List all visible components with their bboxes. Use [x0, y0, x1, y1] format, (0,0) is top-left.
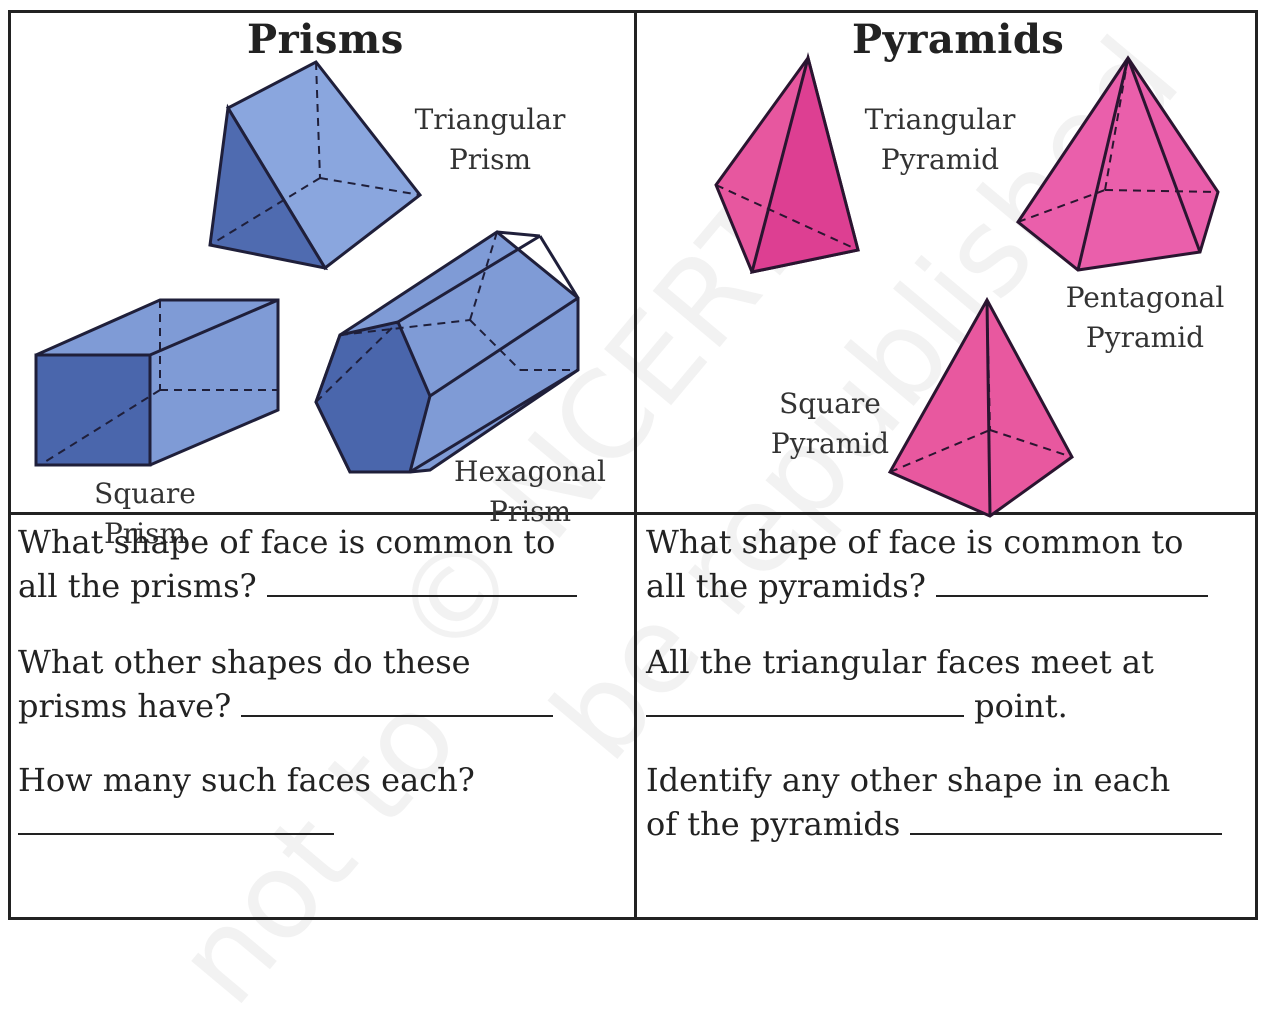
answer-blank[interactable] — [910, 805, 1223, 835]
triangular-pyramid-label: Triangular Pyramid — [864, 103, 1016, 176]
pyramid-question-2: All the triangular faces meet at point. — [646, 643, 1154, 725]
prism-question-3: How many such faces each? — [18, 758, 628, 846]
answer-blank[interactable] — [646, 687, 964, 717]
answer-blank[interactable] — [241, 687, 554, 717]
pyramid-question-1: What shape of face is common to all the … — [646, 520, 1256, 608]
answer-blank[interactable] — [18, 805, 334, 835]
triangular-prism-label: Triangular Prism — [414, 103, 566, 176]
column-divider — [634, 10, 637, 920]
answer-blank[interactable] — [266, 567, 577, 597]
prism-question-2: What other shapes do these prisms have? — [18, 640, 628, 728]
prisms-heading: Prisms — [247, 16, 404, 63]
square-prism-label: Square Prism — [94, 477, 196, 550]
prism-question-1: What shape of face is common to all the … — [18, 520, 628, 608]
hexagonal-prism-label: Hexagonal Prism — [454, 455, 606, 528]
row-divider — [8, 512, 1258, 515]
square-pyramid-label: Square Pyramid — [770, 387, 890, 460]
pentagonal-pyramid-label: Pentagonal Pyramid — [1065, 281, 1225, 354]
worksheet-table — [8, 10, 1258, 920]
pyramids-heading: Pyramids — [852, 16, 1065, 63]
pyramid-question-3: Identify any other shape in each of the … — [646, 758, 1256, 846]
answer-blank[interactable] — [936, 567, 1209, 597]
